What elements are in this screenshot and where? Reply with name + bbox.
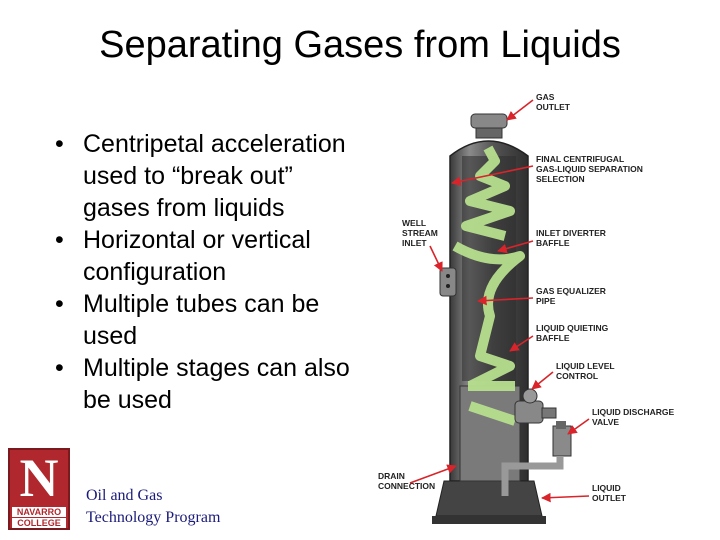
navarro-college-logo: N NAVARRO COLLEGE — [8, 448, 70, 530]
footer-line-2: Technology Program — [86, 509, 221, 526]
logo-line-2: COLLEGE — [12, 518, 66, 528]
pointer-arrows — [409, 99, 590, 503]
logo-line-1: NAVARRO — [12, 507, 66, 517]
bullet-item: Centripetal acceleration used to “break … — [55, 128, 365, 224]
bullet-list: Centripetal acceleration used to “break … — [55, 128, 365, 416]
centrifugal-swirl — [452, 145, 525, 426]
bullet-item: Multiple tubes can be used — [55, 288, 365, 352]
bullet-item: Horizontal or vertical configuration — [55, 224, 365, 288]
bullet-item: Multiple stages can also be used — [55, 352, 365, 416]
footer-line-1: Oil and Gas — [86, 487, 163, 504]
well-stream-inlet-nozzle — [439, 267, 457, 297]
page-title: Separating Gases from Liquids — [99, 24, 621, 66]
footer-text: Oil and Gas Technology Program — [86, 485, 220, 529]
logo-letter: N — [19, 448, 59, 508]
liquid-level-control — [514, 388, 557, 424]
liquid-discharge-valve — [501, 421, 572, 496]
